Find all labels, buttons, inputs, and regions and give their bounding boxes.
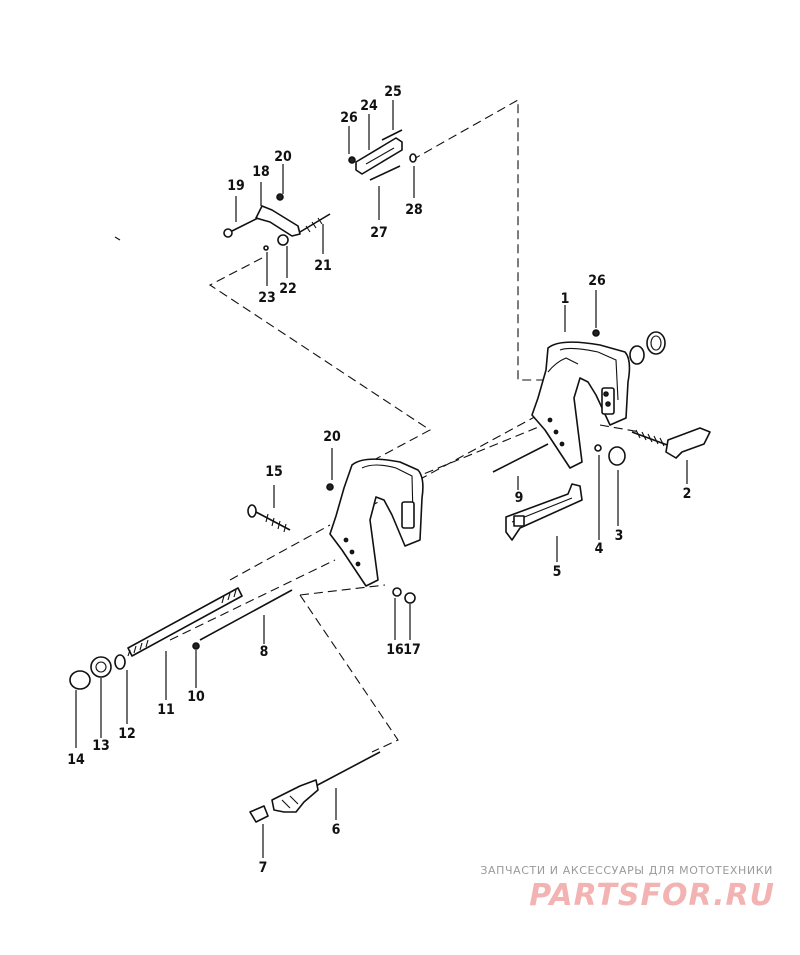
callout-7: 7 [259, 860, 268, 876]
callout-25: 25 [384, 84, 402, 100]
callout-17: 17 [403, 642, 421, 658]
callout-12: 12 [118, 726, 136, 742]
part-23 [263, 245, 269, 251]
callout-27: 27 [370, 225, 388, 241]
callout-24: 24 [360, 98, 378, 114]
callout-2: 2 [683, 486, 692, 502]
support-bracket [505, 483, 583, 541]
washer-part-4 [594, 444, 602, 452]
callout-26-right: 26 [588, 273, 606, 289]
bolt-part-15 [247, 504, 291, 533]
callout-5: 5 [553, 564, 562, 580]
link-plate-part-24 [355, 137, 403, 175]
rod-part-8 [199, 589, 293, 641]
callout-14: 14 [67, 752, 85, 768]
part-7 [249, 805, 269, 823]
nut-part-16 [392, 587, 402, 597]
callout-9: 9 [515, 490, 524, 506]
leader-lines [75, 100, 688, 858]
pin-part-25 [381, 129, 403, 141]
callout-1: 1 [561, 291, 570, 307]
callout-19: 19 [227, 178, 245, 194]
knob-assembly-right [629, 331, 666, 365]
watermark-tagline: ЗАПЧАСТИ И АКСЕССУАРЫ ДЛЯ МОТОТЕХНИКИ [480, 864, 773, 877]
watermark: ЗАПЧАСТИ И АКСЕССУАРЫ ДЛЯ МОТОТЕХНИКИ PA… [480, 864, 775, 913]
callout-28: 28 [405, 202, 423, 218]
pin-part-19 [229, 217, 259, 233]
cap-part-14 [69, 670, 91, 690]
callout-4: 4 [595, 541, 604, 557]
callout-3: 3 [615, 528, 624, 544]
screw-part-21 [299, 213, 331, 233]
callout-20-left: 20 [323, 429, 341, 445]
part-10 [192, 642, 200, 650]
watermark-brand: PARTSFOR.RU [529, 878, 775, 913]
pin-part-9 [492, 443, 549, 473]
callout-13: 13 [92, 738, 110, 754]
part-20-top [276, 193, 284, 201]
callout-6: 6 [332, 822, 341, 838]
callout-22: 22 [279, 281, 297, 297]
pin-part-27 [369, 165, 401, 181]
washer-part-17 [404, 592, 416, 604]
callout-23: 23 [258, 290, 276, 306]
callout-11: 11 [157, 702, 175, 718]
nut-part-13 [90, 656, 112, 678]
stray-mark [114, 236, 121, 241]
clamp-bracket-right [531, 329, 631, 469]
callout-8: 8 [260, 644, 269, 660]
callout-18: 18 [252, 164, 270, 180]
callout-26-top: 26 [340, 110, 358, 126]
callout-21: 21 [314, 258, 332, 274]
lever-part-6 [271, 751, 381, 813]
part-26-top [348, 156, 356, 164]
clamp-bracket-left [326, 458, 424, 587]
callout-labels: 1 2 3 4 5 6 7 8 9 10 11 12 13 14 15 16 1… [67, 84, 691, 876]
washer-part-3 [608, 446, 626, 466]
callout-20-top: 20 [274, 149, 292, 165]
link-arm-part-18 [255, 205, 301, 237]
washer-part-12 [114, 654, 126, 670]
nut-part-22 [277, 234, 289, 246]
callout-15: 15 [265, 464, 283, 480]
callout-10: 10 [187, 689, 205, 705]
thumb-screw-handle [631, 427, 711, 459]
callout-16: 16 [386, 642, 404, 658]
part-28 [409, 153, 417, 163]
threaded-tube [127, 587, 243, 657]
